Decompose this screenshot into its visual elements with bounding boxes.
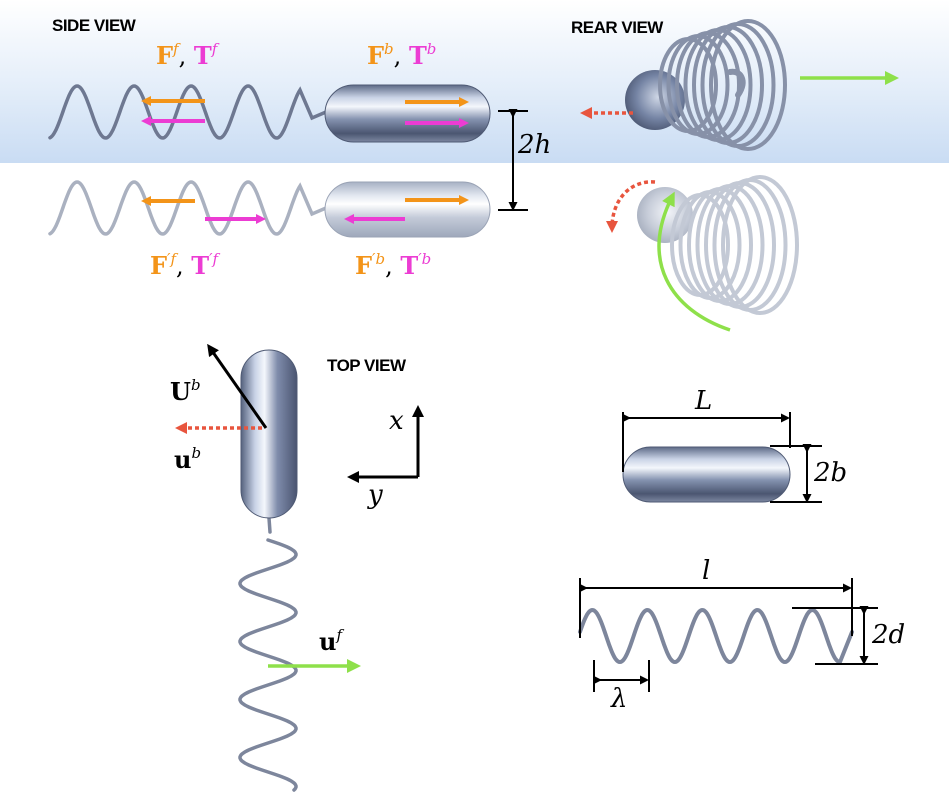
- sup-F-f: f: [173, 40, 179, 58]
- sym-U-b: U: [170, 377, 191, 406]
- lower-helix: [48, 180, 328, 236]
- lower-swimmer: [48, 180, 491, 238]
- sym-u-b: u: [174, 445, 192, 474]
- sep-4: ,: [385, 252, 393, 280]
- label-image-body-force-torque: F′b, T′b: [355, 250, 432, 280]
- coil-loop: [709, 19, 787, 151]
- dim-body: [622, 446, 791, 503]
- sup-Tp-b: ′b: [418, 250, 432, 268]
- sym-Tp-f: T: [191, 251, 210, 280]
- top-body-velocity-vector: [207, 343, 268, 429]
- sym-Tp-b: T: [400, 251, 419, 280]
- sep-1: ,: [178, 42, 187, 70]
- top-helix: [238, 516, 298, 792]
- label-axis-y: y: [368, 480, 383, 510]
- label-2d: 2d: [872, 620, 906, 650]
- axes: [347, 405, 424, 483]
- sup-u-f: f: [336, 626, 343, 644]
- dimension-L: [622, 412, 791, 472]
- sup-Fp-f: ′f: [167, 250, 177, 268]
- label-lambda: λ: [611, 684, 628, 714]
- sep-3: ,: [176, 252, 184, 280]
- dimension-2d: [792, 606, 878, 665]
- sup-u-b: b: [191, 444, 202, 462]
- sup-F-b: b: [384, 40, 394, 58]
- sym-F-f: F: [156, 41, 174, 70]
- upper-body: [324, 84, 491, 143]
- top-view-label: TOP VIEW: [327, 356, 406, 375]
- dim-helix: [578, 607, 854, 665]
- sym-F-b: F: [367, 41, 385, 70]
- sup-T-f: f: [211, 40, 218, 58]
- sym-u-f: u: [319, 627, 337, 656]
- label-u-b: ub: [174, 446, 201, 472]
- lower-body: [324, 181, 491, 238]
- rear-upper: [625, 19, 787, 151]
- label-U-b: Ub: [170, 378, 201, 404]
- rear-view-label: REAR VIEW: [571, 18, 663, 37]
- coil-loop: [721, 175, 799, 315]
- label-body-force-torque: Fb, Tb: [367, 40, 437, 70]
- upper-helix: [48, 84, 328, 140]
- dimension-lambda: [593, 660, 650, 692]
- sup-T-b: b: [426, 40, 437, 58]
- sep-2: ,: [393, 42, 402, 70]
- label-axis-x: x: [389, 406, 404, 436]
- label-image-flagellum-force-torque: F′f, T′f: [150, 250, 219, 280]
- top-swimmer: [238, 349, 298, 792]
- sup-Fp-b: ′b: [372, 250, 386, 268]
- side-view-label: SIDE VIEW: [52, 16, 136, 35]
- upper-swimmer: [48, 84, 491, 143]
- rear-lower: [637, 175, 799, 315]
- sym-Fp-b: F: [355, 251, 373, 280]
- sup-Tp-f: ′f: [209, 250, 219, 268]
- label-L: L: [695, 386, 713, 416]
- label-u-f: uf: [319, 628, 342, 654]
- dimension-2h: [498, 109, 528, 211]
- label-flagellum-force-torque: Ff, Tf: [156, 40, 218, 70]
- rear-body-rotation-arrow: [606, 180, 656, 233]
- sym-T-b: T: [408, 41, 427, 70]
- top-body: [240, 349, 298, 519]
- label-2h: 2h: [518, 130, 552, 160]
- sym-Fp-f: F: [150, 251, 168, 280]
- label-2b: 2b: [814, 458, 848, 488]
- dimension-2b: [770, 444, 822, 503]
- sym-T-f: T: [193, 41, 212, 70]
- label-l: l: [702, 556, 711, 586]
- rear-flagellum-rotation-arrow: [657, 191, 731, 332]
- sup-U-b: b: [190, 376, 201, 394]
